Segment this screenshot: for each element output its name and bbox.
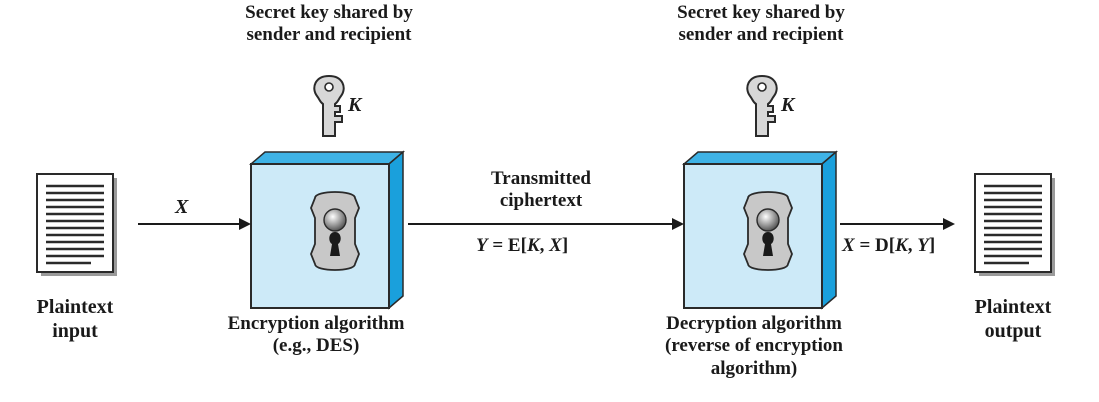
left-secret-key-line2: sender and recipient [246, 24, 412, 46]
transmitted-line2: ciphertext [499, 190, 583, 212]
encryption-box-keyhole-icon [250, 151, 404, 309]
right-key-symbol: K [781, 94, 795, 116]
right-secret-key-line1: Secret key shared by [677, 2, 845, 23]
formula-e-open: = E[ [487, 235, 527, 256]
formula-close: ] [561, 235, 569, 256]
formula-sep: , [539, 235, 550, 256]
plaintext-output-document-icon [973, 172, 1057, 278]
encryption-line2: (e.g., DES) [272, 335, 360, 357]
dformula-k: K [895, 235, 908, 256]
formula-x: X [549, 235, 562, 256]
plaintext-input-line2: input [52, 319, 98, 342]
decryption-line1: Decryption algorithm [666, 313, 842, 334]
formula-y: Y [476, 235, 488, 256]
dformula-d-open: = D[ [854, 235, 896, 256]
encryption-line1: Encryption algorithm [227, 313, 405, 334]
dformula-sep: , [907, 235, 918, 256]
formula-k: K [526, 235, 540, 256]
input-x-label: X [175, 196, 189, 218]
plaintext-input-line1: Plaintext [36, 296, 114, 318]
left-key-icon [313, 75, 345, 137]
plaintext-input-label: Plaintext input [20, 296, 130, 343]
left-secret-key-label: Secret key shared by sender and recipien… [214, 2, 444, 47]
dformula-x: X [842, 235, 855, 256]
ciphertext-formula: Y = E[K, X] [476, 236, 568, 255]
left-key-symbol: K [348, 94, 362, 116]
right-secret-key-line2: sender and recipient [678, 24, 844, 46]
plaintext-output-label: Plaintext output [958, 296, 1068, 343]
transmitted-line1: Transmitted [491, 168, 591, 189]
decryption-line2: (reverse of encryption [665, 335, 843, 357]
decryption-algorithm-label: Decryption algorithm (reverse of encrypt… [634, 313, 874, 380]
right-secret-key-label: Secret key shared by sender and recipien… [646, 2, 876, 47]
decryption-box-keyhole-icon [683, 151, 837, 309]
plaintext-output-line1: Plaintext [974, 296, 1052, 318]
dformula-y: Y [917, 235, 929, 256]
dformula-close: ] [928, 235, 936, 256]
plaintext-output-line2: output [984, 319, 1042, 342]
left-secret-key-line1: Secret key shared by [245, 2, 413, 23]
plaintext-formula: X = D[K, Y] [842, 236, 935, 255]
transmitted-ciphertext-label: Transmitted ciphertext [451, 168, 631, 213]
encryption-algorithm-label: Encryption algorithm (e.g., DES) [196, 313, 436, 358]
plaintext-input-document-icon [35, 172, 119, 278]
right-key-icon [746, 75, 778, 137]
decryption-line3: algorithm) [710, 357, 798, 379]
